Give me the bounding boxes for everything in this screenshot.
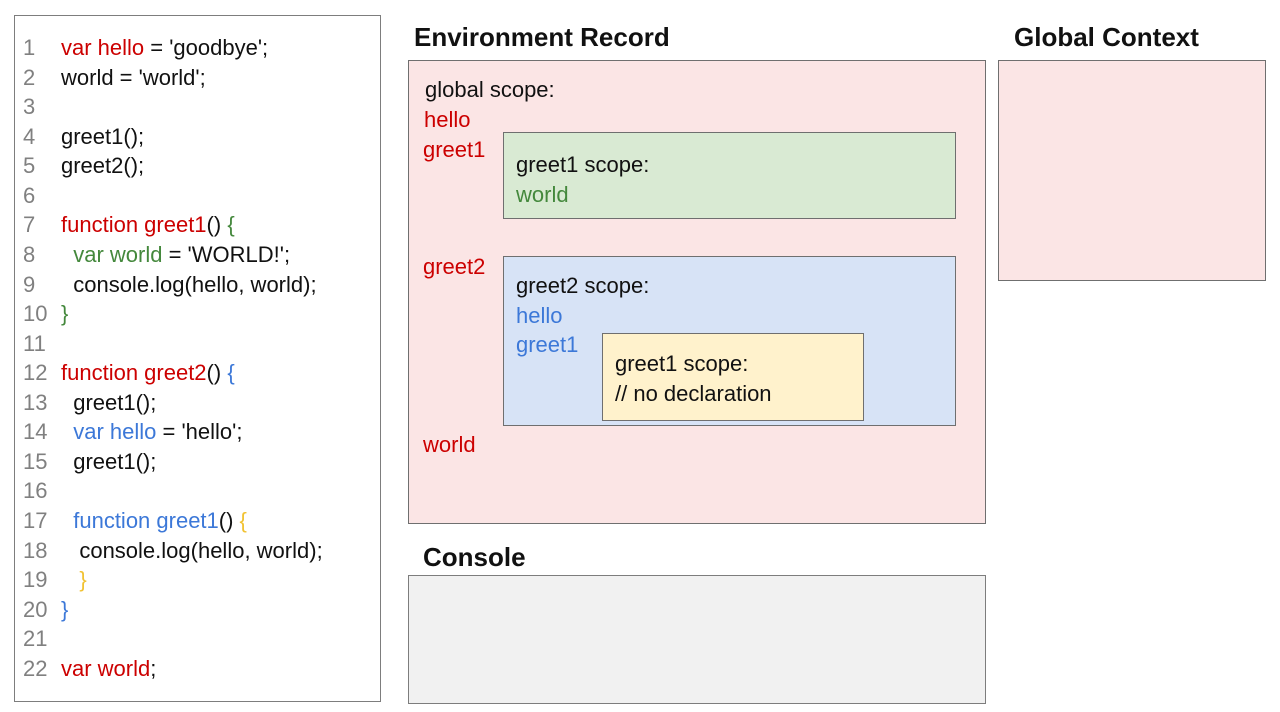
code-line: 9 console.log(hello, world);	[15, 270, 380, 300]
global-var-greet1: greet1	[423, 137, 486, 162]
code-token: var world	[73, 241, 163, 267]
console-title: Console	[423, 542, 526, 572]
code-lines: 1 var hello = 'goodbye'; 2 world = 'world';…	[15, 16, 380, 683]
line-number: 7	[23, 212, 36, 238]
code-token: console.log(hello, world);	[61, 537, 323, 563]
code-token: greet2();	[61, 153, 145, 179]
line-number: 22	[23, 655, 48, 681]
code-panel: 1 var hello = 'goodbye'; 2 world = 'world';…	[14, 15, 381, 702]
line-number: 16	[23, 478, 48, 504]
line-number: 1	[23, 35, 36, 60]
global-scope-label: global scope:	[425, 77, 555, 102]
code-line: 18 console.log(hello, world);	[15, 536, 380, 566]
line-number: 17	[23, 508, 48, 533]
code-line: 3	[15, 92, 380, 122]
code-token: {	[227, 360, 235, 386]
code-token: function greet1	[61, 212, 207, 238]
line-number: 21	[23, 626, 48, 652]
line-number: 13	[23, 389, 48, 415]
code-token: = 'goodbye';	[144, 35, 269, 60]
code-token: ()	[206, 212, 228, 238]
greet1-scope-label: greet1 scope:	[516, 152, 650, 177]
code-line: 2 world = 'world';	[15, 63, 380, 93]
code-line: 15 greet1();	[15, 447, 380, 477]
environment-record-box: global scope: hello greet1 greet2 world …	[408, 60, 986, 524]
global-var-world: world	[423, 432, 476, 457]
code-token: }	[61, 596, 69, 622]
greet2-scope-box: greet2 scope: hello greet1 greet1 scope:…	[503, 256, 956, 426]
code-line: 6	[15, 181, 380, 211]
greet1-scope-box: greet1 scope: world	[503, 132, 956, 219]
code-token: }	[61, 301, 69, 327]
code-line: 19 }	[15, 565, 380, 595]
line-number: 15	[23, 448, 48, 474]
code-token	[61, 567, 79, 592]
code-token: ()	[218, 508, 240, 533]
code-line: 5 greet2();	[15, 151, 380, 181]
line-number: 20	[23, 596, 48, 622]
code-token: var world	[61, 655, 151, 681]
code-line: 4 greet1();	[15, 122, 380, 152]
global-context-title: Global Context	[1014, 22, 1199, 52]
global-context-box	[998, 60, 1266, 281]
line-number: 18	[23, 537, 48, 563]
code-line: 17 function greet1() {	[15, 506, 380, 536]
code-line: 14 var hello = 'hello';	[15, 417, 380, 447]
inner-greet1-scope-box: greet1 scope: // no declaration	[602, 333, 864, 421]
code-token: function greet2	[61, 360, 207, 386]
code-line: 11	[15, 329, 380, 359]
code-line: 8 var world = 'WORLD!';	[15, 240, 380, 270]
code-token: greet1();	[61, 123, 145, 149]
code-token	[61, 242, 73, 267]
line-number: 10	[23, 301, 48, 327]
line-number: 6	[23, 182, 36, 208]
code-line: 20}	[15, 595, 380, 625]
code-token: {	[227, 212, 235, 238]
greet2-var-greet1: greet1	[516, 332, 579, 357]
code-line: 1 var hello = 'goodbye';	[15, 33, 380, 63]
global-var-hello: hello	[424, 107, 471, 132]
line-number: 3	[23, 94, 36, 120]
line-number: 4	[23, 123, 36, 149]
code-token: = 'WORLD!';	[162, 241, 291, 267]
code-token	[61, 508, 73, 533]
line-number: 5	[23, 153, 36, 179]
code-token	[61, 419, 73, 444]
code-token: ()	[206, 360, 228, 386]
code-line: 7 function greet1() {	[15, 210, 380, 240]
code-line: 13 greet1();	[15, 388, 380, 418]
greet2-scope-label: greet2 scope:	[516, 273, 650, 298]
code-line: 21	[15, 624, 380, 654]
code-line: 12 function greet2() {	[15, 358, 380, 388]
console-box	[408, 575, 986, 704]
code-token: {	[239, 508, 247, 533]
code-token: var hello	[61, 35, 145, 60]
greet1-var-world: world	[516, 182, 569, 207]
environment-record-title: Environment Record	[414, 22, 670, 52]
code-line: 10}	[15, 299, 380, 329]
code-token: ;	[150, 655, 157, 681]
code-token: var hello	[73, 419, 157, 445]
line-number: 2	[23, 64, 36, 90]
global-var-greet2: greet2	[423, 254, 486, 279]
line-number: 9	[23, 271, 36, 297]
inner-greet1-comment: // no declaration	[615, 381, 772, 406]
code-line: 22 var world;	[15, 654, 380, 684]
code-line: 16	[15, 476, 380, 506]
code-token: greet1();	[61, 389, 157, 415]
greet2-var-hello: hello	[516, 303, 563, 328]
code-token: = 'hello';	[156, 419, 243, 445]
code-token: console.log(hello, world);	[61, 271, 317, 297]
line-number: 11	[23, 330, 46, 356]
code-token: world = 'world';	[61, 64, 206, 90]
line-number: 19	[23, 567, 48, 593]
code-token: greet1();	[61, 448, 157, 474]
line-number: 8	[23, 241, 36, 267]
line-number: 14	[23, 419, 48, 445]
inner-greet1-scope-label: greet1 scope:	[615, 351, 749, 376]
code-token: function greet1	[73, 508, 219, 533]
line-number: 12	[23, 360, 48, 386]
code-token: }	[79, 567, 87, 593]
